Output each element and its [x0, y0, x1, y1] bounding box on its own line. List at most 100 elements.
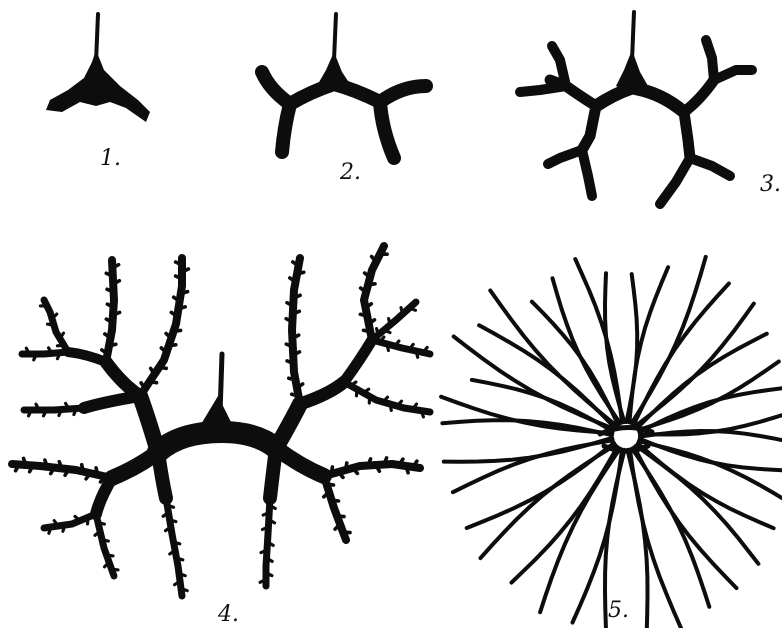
figure-1-drawing [46, 14, 150, 122]
fig4-branch-r3-tooth [377, 329, 378, 335]
fig4-branch-l9-tooth [170, 520, 176, 522]
fig4-branch-r5-tooth [390, 404, 391, 410]
fig4-branch-r6-tooth [346, 463, 347, 470]
fig5-ray [630, 450, 681, 629]
fig4-branch-l9-tooth [177, 558, 183, 560]
figure-4-label: 4. [218, 604, 239, 626]
figure-2-label: 2. [340, 162, 361, 184]
fig4-l-out-down [96, 478, 112, 514]
fig4-branch-r1-tooth [297, 272, 304, 274]
fig4-l-up-a1 [68, 352, 106, 362]
fig4-branch-r7-tooth [337, 516, 344, 517]
fig4-branch-r7-tooth [343, 532, 350, 533]
fig4-branch-l8-tooth [102, 540, 108, 542]
fig4-l-up-b [84, 396, 140, 408]
fig4-branch-r3-tooth [409, 308, 415, 310]
fig4-branch-l2-tooth [178, 307, 185, 309]
fig4-branch-l6-tooth [45, 460, 47, 467]
fig4-branch-r7-tooth [327, 484, 334, 485]
fig3-r-branch-up [706, 40, 714, 80]
fig4-branch-r1-tooth [289, 378, 296, 380]
figure-2-drawing [262, 14, 426, 158]
fig4-branch-l1-tooth [109, 344, 116, 346]
fig4-branch-l2-tooth [174, 330, 181, 331]
fig4-branch-l1-tooth [113, 312, 120, 315]
fig3-arc [596, 88, 684, 112]
fig4-branch-r3-tooth [401, 308, 403, 314]
fig4-branch-r1-tooth [294, 295, 301, 298]
fig4-r-up-a1 [344, 340, 372, 382]
fig4-branch-l2-tooth [159, 367, 166, 368]
fig4-branch-r2-tooth [368, 284, 375, 285]
fig4-branch-r5-tooth [421, 411, 423, 417]
figure-3-drawing [520, 12, 752, 204]
fig4-l-trunk-down [158, 452, 166, 498]
fig2-right-up [380, 86, 426, 102]
fig3-l-down-down [582, 150, 592, 196]
fig3-r-down [684, 112, 690, 158]
fig4-branch-r1-tooth [293, 311, 300, 314]
fig4-branch-l6-tooth [96, 468, 98, 475]
fig4-branch-l9-tooth [181, 589, 187, 591]
fig4-branch-l7-tooth [49, 527, 51, 533]
fig4-branch-l7-tooth [63, 525, 65, 531]
fig2-left-down [282, 104, 290, 152]
fig4-branch-l8-tooth [98, 523, 104, 525]
fig4-branch-r1-tooth [292, 394, 299, 396]
fig4-branch-r7-tooth [332, 500, 339, 501]
figure-4-drawing [12, 246, 430, 596]
fig4-r-trunk-down [270, 448, 276, 498]
fig4-branch-l8-tooth [107, 555, 114, 556]
fig4-r-up-a [300, 382, 344, 404]
fig5-ray [628, 450, 648, 628]
fig4-branch-l2-tooth [181, 292, 188, 294]
figure-5-drawing [441, 257, 782, 628]
fig4-r-trunk-out [276, 448, 324, 476]
fig3-r-down-down [660, 158, 690, 204]
fig4-branch-r6-tooth [368, 459, 371, 466]
fig4-branch-r4-tooth [387, 344, 388, 350]
fig5-center-arc-bottom [604, 446, 648, 451]
fig4-branch-l6-tooth [82, 465, 84, 472]
fig4-branch-l2-tooth [169, 345, 176, 346]
fig4-branch-r1-tooth [287, 361, 294, 364]
fig4-branch-l2 [140, 258, 182, 396]
fig4-branch-l2-tooth [150, 382, 157, 383]
fig4-l-trunk-up [140, 396, 158, 452]
fig4-branch-r6-tooth [384, 458, 387, 465]
fig4-branch-l3-tooth [57, 345, 64, 346]
fig3-r-branch-out [714, 70, 752, 80]
figure-5-label: 5. [608, 600, 629, 622]
fig4-branch-l9-tooth [174, 542, 180, 544]
fig4-branch-l6-tooth [59, 462, 61, 469]
fig4-branch-r2-tooth [364, 330, 371, 332]
fig4-l-trunk-out [112, 452, 158, 478]
fig3-l-down-out [548, 150, 582, 164]
fig2-right-down [380, 102, 394, 158]
fig4-branch-l7-tooth [88, 517, 89, 524]
fig5-ray [639, 388, 782, 432]
fig5-ray [512, 447, 618, 583]
fig4-arc [158, 432, 276, 452]
fig4-branch-r2-tooth [360, 314, 367, 316]
fig5-ray [573, 450, 623, 623]
fig4-branch-r6-tooth [406, 466, 408, 473]
fig4-branch-l6-tooth [24, 458, 27, 465]
figure-1-label: 1. [100, 148, 121, 170]
fig4-branch-l8-tooth [112, 569, 119, 570]
fig3-l-down [582, 106, 596, 150]
fig2-arc [290, 84, 380, 104]
fig4-branch-l1-tooth [107, 289, 114, 292]
fig4-branch-l1-tooth [106, 273, 113, 276]
figure-3-label: 3. [760, 174, 781, 196]
fig3-l-branch-out [520, 86, 566, 92]
fig4-branch-r1-tooth [286, 344, 293, 347]
fig3-r-branch [684, 80, 714, 112]
fig4-branch-l9-tooth [179, 574, 185, 576]
fig4-branch-l3-tooth [48, 324, 55, 325]
fig4-branch-l9-tooth [167, 505, 173, 507]
fig5-ray [453, 440, 613, 492]
fig5-ray [444, 438, 612, 462]
